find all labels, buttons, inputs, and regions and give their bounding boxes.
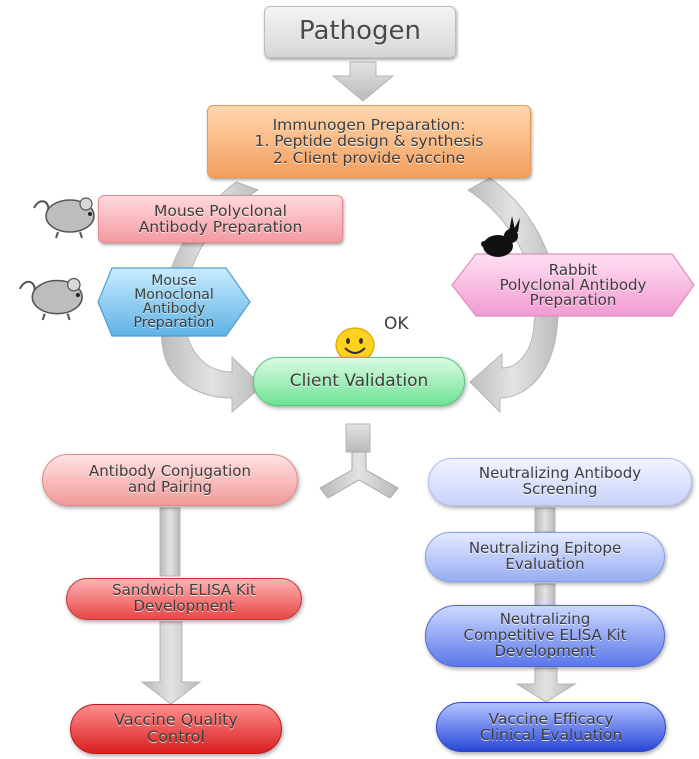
neutralizing-screening-line-2: Screening <box>522 480 598 498</box>
neutralizing-competitive-line-3: Development <box>494 641 596 660</box>
vaccine-efficacy-node: Vaccine Efficacy Clinical Evaluation <box>436 702 666 752</box>
antibody-icon <box>319 451 399 499</box>
ok-label: OK <box>384 314 409 334</box>
antibody-conjugation-node: Antibody Conjugation and Pairing <box>42 454 298 506</box>
arrow-screen-to-epitope <box>534 507 556 533</box>
rabbit-icon <box>481 216 520 257</box>
antibody-conjugation-line-2: and Pairing <box>127 478 213 496</box>
arrow-conj-to-sandwich <box>159 507 181 577</box>
neutralizing-epitope-line-1: Neutralizing Epitope <box>468 539 622 558</box>
immunogen-step-1: 1. Peptide design & synthesis <box>254 132 484 151</box>
vaccine-efficacy-line-1: Vaccine Efficacy <box>488 709 614 728</box>
mouse-monoclonal-node: Mouse Monoclonal Antibody Preparation <box>98 268 250 336</box>
vaccine-quality-line-2: Control <box>147 727 205 746</box>
neutralizing-screening-line-1: Neutralizing Antibody <box>478 464 642 483</box>
rabbit-line-3: Preparation <box>529 290 617 309</box>
mouse-polyclonal-line-1: Mouse Polyclonal <box>154 201 287 220</box>
mouse-monoclonal-hexagon-shape <box>97 267 251 337</box>
arrow-comp-to-vec <box>515 667 577 703</box>
mouse-monoclonal-line-3: Antibody <box>142 301 206 317</box>
mouse-icon <box>18 277 83 321</box>
mouse-monoclonal-line-4: Preparation <box>133 315 215 331</box>
immunogen-preparation-node: Immunogen Preparation: 1. Peptide design… <box>207 105 531 178</box>
vaccine-quality-line-1: Vaccine Quality <box>114 710 238 730</box>
neutralizing-epitope-line-2: Evaluation <box>505 555 585 573</box>
mouse-monoclonal-line-2: Monoclonal <box>134 287 214 303</box>
arrow-validation-down <box>345 423 371 453</box>
arrow-epitope-to-comp <box>534 583 556 607</box>
neutralizing-competitive-line-2: Competitive ELISA Kit <box>463 626 627 645</box>
mouse-monoclonal-line-1: Mouse <box>151 273 197 289</box>
sandwich-elisa-node: Sandwich ELISA Kit Development <box>66 578 302 620</box>
rabbit-line-2: Polyclonal Antibody <box>499 275 647 294</box>
vaccine-quality-control-node: Vaccine Quality Control <box>70 704 282 754</box>
immunogen-title: Immunogen Preparation: <box>272 115 466 134</box>
pathogen-node: Pathogen <box>264 6 456 58</box>
mouse-polyclonal-line-2: Antibody Preparation <box>138 218 303 236</box>
mouse-polyclonal-node: Mouse Polyclonal Antibody Preparation <box>98 195 343 243</box>
rabbit-polyclonal-node: Rabbit Polyclonal Antibody Preparation <box>452 254 694 316</box>
neutralizing-competitive-node: Neutralizing Competitive ELISA Kit Devel… <box>425 605 665 667</box>
client-validation-node: Client Validation <box>253 357 465 406</box>
rabbit-hexagon-shape <box>451 253 695 317</box>
mouse-icon <box>33 197 95 239</box>
sandwich-elisa-line-2: Development <box>133 597 235 615</box>
antibody-conjugation-line-1: Antibody Conjugation <box>89 462 251 481</box>
vaccine-efficacy-line-2: Clinical Evaluation <box>479 726 623 744</box>
sandwich-elisa-line-1: Sandwich ELISA Kit <box>112 581 256 600</box>
neutralizing-competitive-line-1: Neutralizing <box>499 610 591 629</box>
immunogen-step-2: 2. Client provide vaccine <box>272 148 466 167</box>
rabbit-line-1: Rabbit <box>548 260 598 279</box>
pathogen-label: Pathogen <box>298 16 421 47</box>
smiley-icon <box>335 327 375 363</box>
client-validation-label: Client Validation <box>289 371 429 392</box>
neutralizing-epitope-node: Neutralizing Epitope Evaluation <box>425 532 665 582</box>
arrow-sandwich-to-vqc <box>140 621 202 705</box>
arrow-pathogen-to-immunogen <box>331 61 395 102</box>
neutralizing-screening-node: Neutralizing Antibody Screening <box>428 458 692 506</box>
